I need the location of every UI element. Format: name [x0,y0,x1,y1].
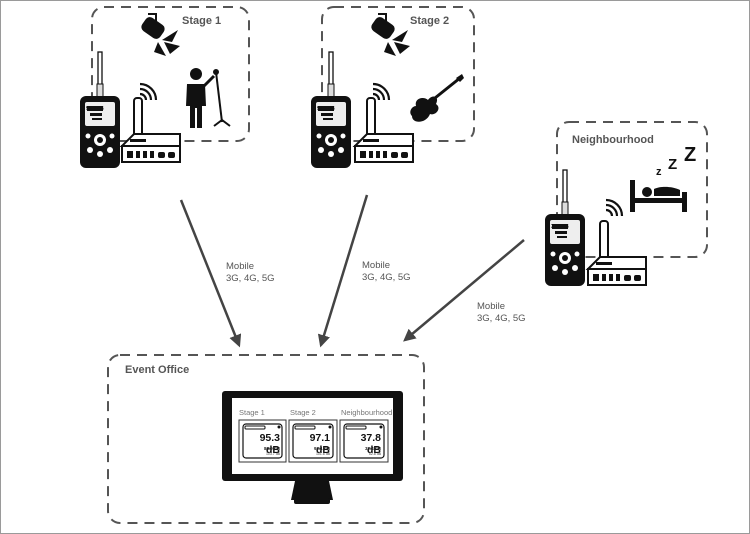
meter-reading-neighbourhood: 37.8 dB [551,224,569,230]
dashboard-label-stage2: Stage 2 [290,408,316,417]
link-label-stage2: Mobile 3G, 4G, 5G [362,260,411,284]
zone-title-stage2: Stage 2 [410,15,450,27]
link-label-neighbourhood: Mobile 3G, 4G, 5G [477,301,526,325]
meter-reading-stage2: 97.1 dB [317,106,335,112]
dashboard-min-stage1: 86.9 dB [263,446,280,451]
singer-icon [186,68,231,128]
link-title: Mobile [226,261,254,272]
dashboard-level-stage2: 97.1 dB [309,432,330,456]
dashboard-cards [238,419,389,463]
link-title: Mobile [362,260,390,271]
zone-title-stage1: Stage 1 [182,15,222,27]
dashboard-max-neighbourhood: 52.8 dB [368,452,381,456]
electric-guitar-icon [410,74,464,122]
spotlight-icon [138,13,181,57]
dashboard-max-stage1: 103.7 dB [265,452,280,456]
dashboard-label-neighbourhood: Neighbourhood [341,408,393,417]
dashboard-min-neighbourhood: 32.4 dB [364,446,381,451]
zone-office-border [107,354,425,524]
dashboard-level-stage1: 95.3 dB [259,432,280,456]
link-detail: 3G, 4G, 5G [226,273,275,284]
gateway-device-icon [354,97,414,163]
arrow-neighbourhood-to-office [403,239,525,342]
arrow-stage1-to-office [179,199,242,348]
zone-title-office: Event Office [125,364,190,376]
dashboard-level-neighbourhood: 37.8 dB [360,432,381,456]
gateway-device-icon [587,220,647,286]
arrow-stage2-to-office [317,194,369,348]
meter-reading-stage1: 95.3 dB [86,106,104,112]
gateway-device-icon [121,97,181,163]
wireless-signal-icon [371,82,391,102]
sleep-z-large: Z [684,144,697,166]
link-detail: 3G, 4G, 5G [362,272,411,283]
sleep-z-medium: Z [668,156,678,173]
dashboard-min-stage2: 92.1 dB [313,446,330,451]
bed-icon [630,180,687,212]
zone-stage2-border [321,6,475,142]
link-label-stage1: Mobile 3G, 4G, 5G [226,261,275,285]
spotlight-icon [368,13,411,57]
wireless-signal-icon [138,82,158,102]
link-detail: 3G, 4G, 5G [477,313,526,324]
dashboard-label-stage1: Stage 1 [239,408,265,417]
zone-title-neighbourhood: Neighbourhood [572,134,654,146]
wireless-signal-icon [604,198,624,218]
dashboard-max-stage2: 101.6 dB [315,452,330,456]
link-title: Mobile [477,301,505,312]
sleep-z-small: z [656,166,662,178]
